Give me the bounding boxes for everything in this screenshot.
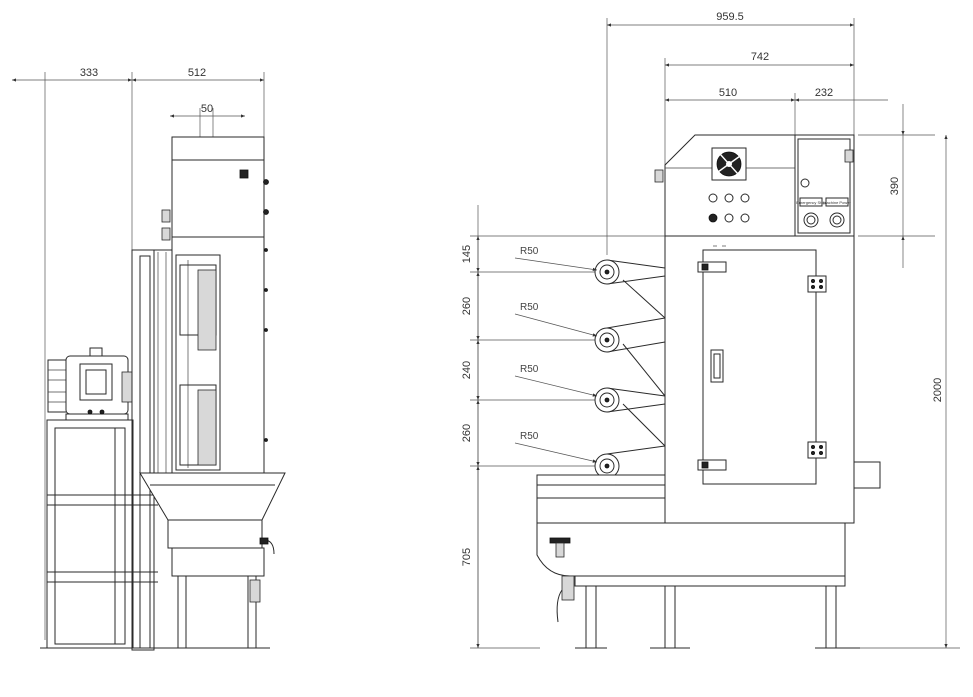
- dimension-overall-width: 959.5: [606, 11, 855, 255]
- panel-label-emergency: Emergency Stop: [796, 200, 826, 205]
- dimension-motor-offset: 333: [12, 67, 132, 640]
- side-hopper: [139, 472, 286, 555]
- dim-2000: 2000: [932, 378, 944, 402]
- door-latch-bottom: [697, 459, 727, 471]
- dim-240: 240: [461, 361, 473, 379]
- control-box: [654, 134, 796, 237]
- roller-4: [594, 453, 620, 479]
- dim-510: 510: [719, 87, 737, 99]
- dimension-roller-spacing: 145 260 240 260 705: [461, 205, 665, 649]
- radius-callouts: R50 R50 R50 R50: [514, 246, 598, 463]
- front-view: 959.5 742 510 232 390 2000: [461, 11, 960, 649]
- roller-2: [594, 327, 620, 353]
- dim-959-5: 959.5: [716, 11, 744, 23]
- motor: [47, 347, 133, 421]
- dim-333: 333: [80, 67, 98, 79]
- front-base: [536, 522, 860, 649]
- side-upper-box: [161, 136, 269, 241]
- electrical-box: Emergency Stop Machine Power: [794, 134, 855, 237]
- belts: [606, 259, 666, 479]
- dim-232: 232: [815, 87, 833, 99]
- dimension-cabinet-split: 510 232: [665, 87, 888, 135]
- dimension-overall-height: 2000: [858, 135, 960, 649]
- roller-3: [594, 387, 620, 413]
- radius-label-1: R50: [520, 246, 539, 257]
- dim-705: 705: [461, 548, 473, 566]
- main-cabinet: [664, 235, 881, 524]
- dim-742: 742: [751, 51, 769, 63]
- dim-260-b: 260: [461, 424, 473, 442]
- dim-390: 390: [889, 177, 901, 195]
- side-frame: [131, 249, 175, 651]
- dim-512: 512: [188, 67, 206, 79]
- roller-1: [594, 259, 620, 285]
- collection-tray: [536, 474, 666, 524]
- radius-label-3: R50: [520, 364, 539, 375]
- dim-260-a: 260: [461, 297, 473, 315]
- dim-50: 50: [201, 103, 213, 115]
- side-cabinet: [171, 236, 268, 474]
- door-latch-top: [697, 261, 727, 273]
- radius-label-4: R50: [520, 431, 539, 442]
- side-lower-stand: [140, 547, 270, 649]
- fan-icon: [716, 151, 742, 177]
- panel-label-power: Machine Power: [823, 200, 851, 205]
- motor-stand: [40, 419, 158, 649]
- radius-label-2: R50: [520, 302, 539, 313]
- side-view: 333 512 50: [12, 67, 286, 651]
- dim-145: 145: [461, 245, 473, 263]
- door-hinge-top: [807, 275, 827, 293]
- dimension-top-box-height: 390: [858, 104, 935, 268]
- dimension-body-depth: 512: [131, 67, 265, 250]
- door-hinge-bottom: [807, 441, 827, 459]
